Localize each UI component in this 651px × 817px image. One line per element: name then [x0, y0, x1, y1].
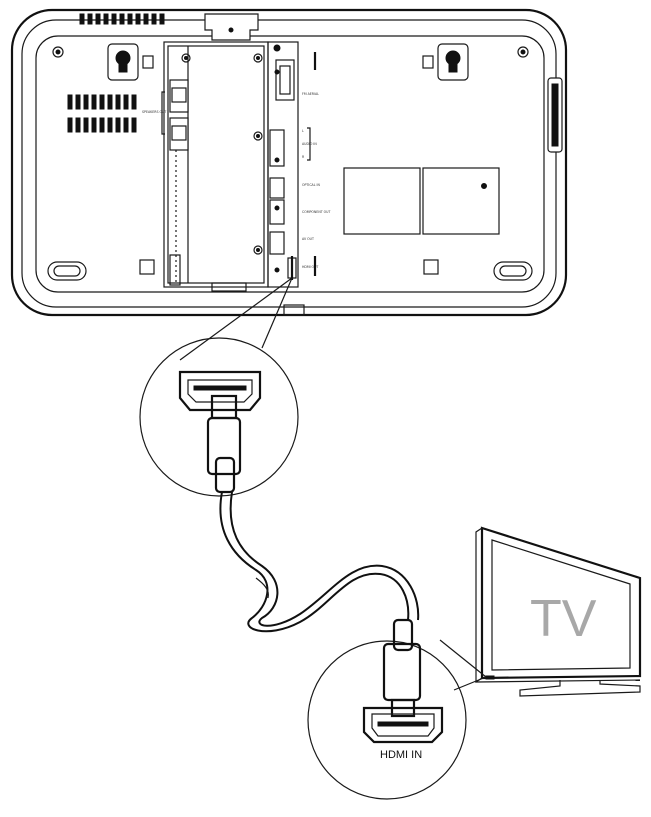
wall-mount-left [107, 43, 154, 81]
component-out-label: COMPONENT OUT [302, 210, 331, 214]
magnifier-hdmi-in: HDMI IN [307, 618, 467, 800]
side-vent-grille [67, 94, 137, 133]
leader-line-tv-top [439, 639, 487, 678]
hdmi-cable [219, 491, 420, 633]
speaker-terminal-module [163, 41, 269, 292]
device-back-panel: SPEAKERS OUT [10, 8, 568, 317]
audio-l-label: L [302, 129, 304, 133]
connector-column [267, 41, 299, 288]
device-feet [47, 261, 533, 281]
audio-r-label: R [302, 155, 305, 159]
tv-text: TV [530, 590, 597, 648]
speakers-out-label: SPEAKERS OUT [142, 110, 166, 114]
top-vents [79, 13, 165, 25]
hdmi-in-label: HDMI IN [380, 749, 422, 761]
optical-in-label: OPTICAL IN [302, 183, 320, 187]
corner-screws [52, 46, 529, 58]
wall-mount-right [422, 43, 469, 81]
tv: TV [475, 526, 642, 697]
magnifier-hdmi-out [139, 337, 299, 497]
leader-line-top-left [179, 277, 293, 361]
leader-line-top-right [261, 277, 293, 349]
fm-aerial-label: FM AERIAL [302, 92, 319, 96]
hdmi-out-label: HDMI OUT [302, 265, 318, 269]
av-out-label: AV OUT [302, 237, 314, 241]
